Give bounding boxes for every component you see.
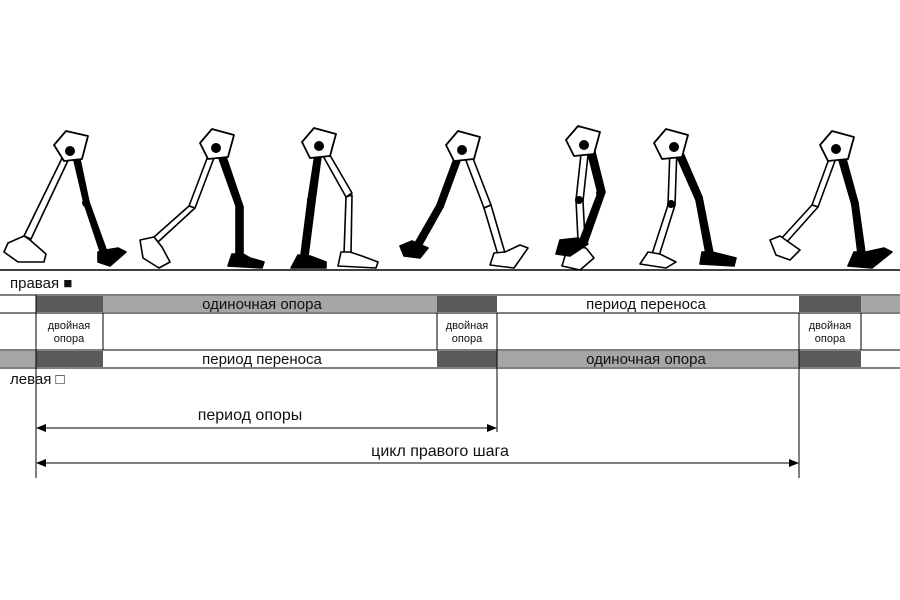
walking-figure-6 bbox=[639, 128, 737, 269]
double-support-label-2a: двойная bbox=[446, 320, 489, 332]
double-support-label-3b: опора bbox=[815, 333, 846, 345]
period-arrows: период опоры цикл правого шага bbox=[36, 407, 799, 467]
double-support-label-1a: двойная bbox=[48, 320, 91, 332]
stance-period-label: период опоры bbox=[198, 407, 303, 424]
double-support-label-2b: опора bbox=[452, 333, 483, 345]
right-single-support-label: одиночная опора bbox=[202, 296, 322, 313]
walking-figure-1 bbox=[3, 130, 127, 267]
right-single-support-bar-2 bbox=[861, 296, 900, 312]
right-swing-bar bbox=[497, 296, 799, 312]
left-swing-label: период переноса bbox=[202, 351, 322, 368]
left-double-support-block-3 bbox=[799, 351, 861, 367]
step-cycle-label: цикл правого шага bbox=[371, 443, 509, 460]
left-single-support-label: одиночная опора bbox=[586, 351, 706, 368]
walking-figure-3 bbox=[290, 127, 379, 269]
left-single-support-bar-start bbox=[0, 351, 36, 367]
right-single-support-bar bbox=[103, 296, 437, 312]
walking-figure-2 bbox=[139, 128, 265, 269]
right-leg-label: правая ■ bbox=[10, 275, 72, 292]
right-double-support-block-1 bbox=[36, 296, 103, 312]
double-support-label-3a: двойная bbox=[809, 320, 852, 332]
left-double-support-block-2 bbox=[437, 351, 497, 367]
double-support-label-1b: опора bbox=[54, 333, 85, 345]
right-double-support-block-2 bbox=[437, 296, 497, 312]
walking-figure-7 bbox=[769, 130, 893, 269]
left-leg-label: левая □ bbox=[10, 371, 65, 388]
left-double-support-block-1 bbox=[36, 351, 103, 367]
left-single-support-bar bbox=[497, 351, 799, 367]
right-swing-label: период переноса bbox=[586, 296, 706, 313]
left-swing-bar bbox=[103, 351, 437, 367]
walking-figures bbox=[0, 125, 900, 271]
timing-rows: одиночная опора период переноса период п… bbox=[0, 275, 900, 478]
walking-figure-5 bbox=[555, 125, 606, 271]
walking-figure-4 bbox=[399, 130, 529, 269]
right-double-support-block-3 bbox=[799, 296, 861, 312]
